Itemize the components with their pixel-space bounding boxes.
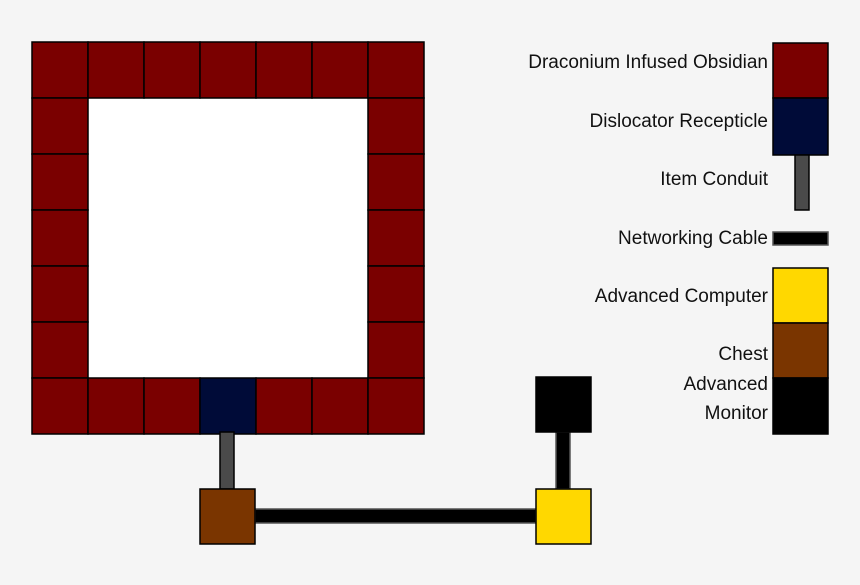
legend-swatch-monitor [772, 377, 829, 435]
obsidian-block [31, 265, 89, 323]
obsidian-block [31, 97, 89, 155]
legend-swatch-receptacle [772, 97, 829, 156]
obsidian-block [255, 377, 313, 435]
legend-label-obsidian: Draconium Infused Obsidian [528, 52, 768, 73]
networking-cable-horizontal [254, 508, 537, 524]
advanced-monitor-block [535, 376, 592, 433]
obsidian-block [367, 97, 425, 155]
obsidian-block [367, 377, 425, 435]
network-setup [199, 376, 592, 545]
item-conduit [219, 431, 235, 490]
obsidian-block [31, 41, 89, 99]
advanced-computer-block [535, 488, 592, 545]
legend-label-chest: Chest [718, 344, 768, 365]
obsidian-block [367, 265, 425, 323]
legend-swatch-cable [772, 231, 829, 246]
obsidian-block [143, 377, 201, 435]
obsidian-block [87, 377, 145, 435]
obsidian-block [199, 41, 257, 99]
obsidian-block [87, 41, 145, 99]
legend-swatch-chest [772, 322, 829, 379]
obsidian-block [31, 153, 89, 211]
legend-swatch-obsidian [772, 42, 829, 99]
obsidian-block [31, 209, 89, 267]
legend-label-conduit: Item Conduit [660, 169, 768, 190]
chest-block [199, 488, 256, 545]
legend-label-monitor-line1: Advanced [683, 374, 768, 395]
obsidian-block [255, 41, 313, 99]
obsidian-block [311, 41, 369, 99]
legend-label-cable: Networking Cable [618, 228, 768, 249]
obsidian-block [31, 321, 89, 379]
obsidian-block [367, 209, 425, 267]
obsidian-block [143, 41, 201, 99]
legend-swatch-computer [772, 267, 829, 324]
obsidian-block [367, 41, 425, 99]
legend-label-receptacle: Dislocator Recepticle [589, 111, 768, 132]
portal-frame [31, 41, 425, 435]
obsidian-block [311, 377, 369, 435]
obsidian-block [367, 153, 425, 211]
portal-interior [88, 98, 368, 378]
dislocator-receptacle-block [199, 377, 257, 435]
obsidian-block [31, 377, 89, 435]
legend-swatch-conduit [794, 154, 810, 211]
legend-swatches [772, 42, 829, 435]
legend-label-computer: Advanced Computer [594, 286, 768, 307]
legend-label-monitor-line2: Monitor [704, 403, 768, 424]
networking-cable-vertical [555, 431, 571, 490]
obsidian-block [367, 321, 425, 379]
